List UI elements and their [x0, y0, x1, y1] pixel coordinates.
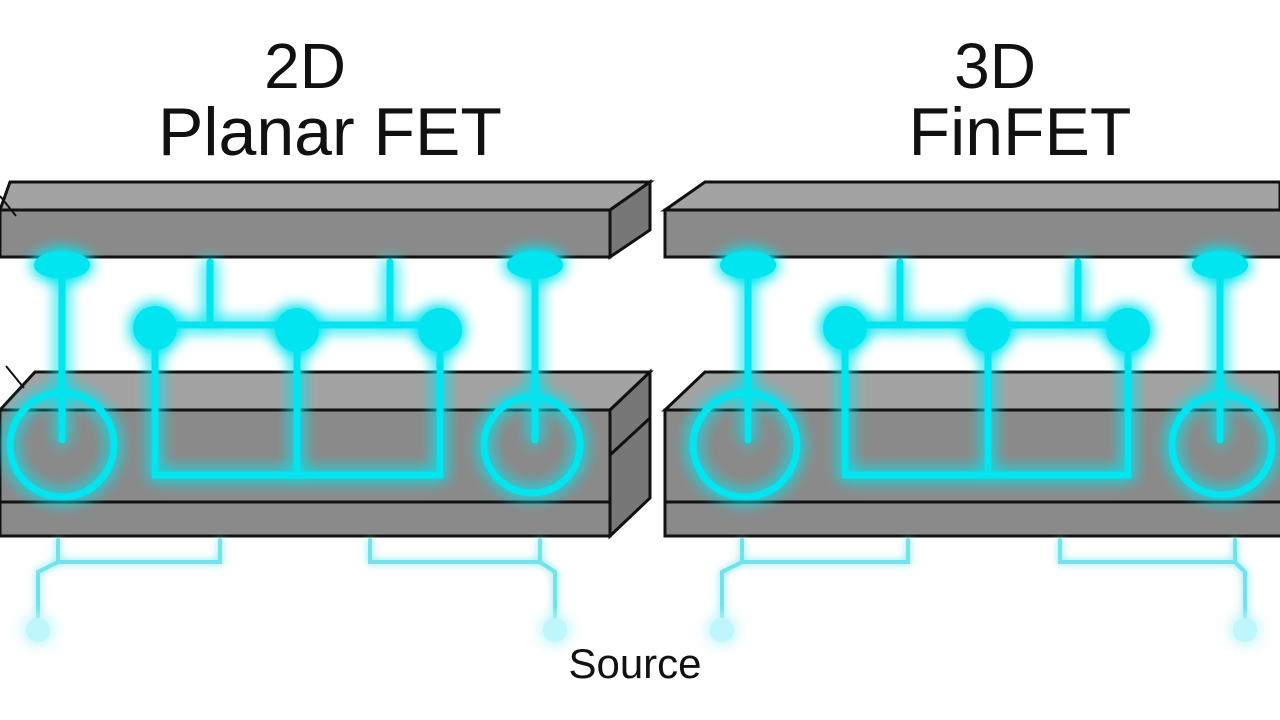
source-label: Source — [568, 640, 701, 687]
planar-channel-block — [0, 365, 654, 540]
finfet-title-line2: FinFET — [909, 94, 1132, 170]
finfet-source-traces — [720, 538, 1247, 622]
planar-title-line1: 2D — [264, 30, 346, 102]
finfet-glow-circuit — [689, 258, 1276, 501]
planar-fet-group — [0, 179, 655, 642]
finfet-group — [660, 180, 1280, 642]
finfet-source-terminals — [710, 618, 1257, 642]
finfet-gate-bar — [660, 180, 1280, 259]
finfet-title-line1: 3D — [954, 30, 1036, 102]
planar-source-traces — [36, 538, 557, 622]
planar-glow-nodes — [34, 251, 563, 352]
finfet-glow-nodes — [720, 251, 1248, 352]
planar-title-line2: Planar FET — [158, 94, 502, 170]
planar-glow-circuit — [6, 258, 584, 501]
planar-gate-bar — [0, 179, 655, 260]
planar-source-terminals — [26, 618, 567, 642]
